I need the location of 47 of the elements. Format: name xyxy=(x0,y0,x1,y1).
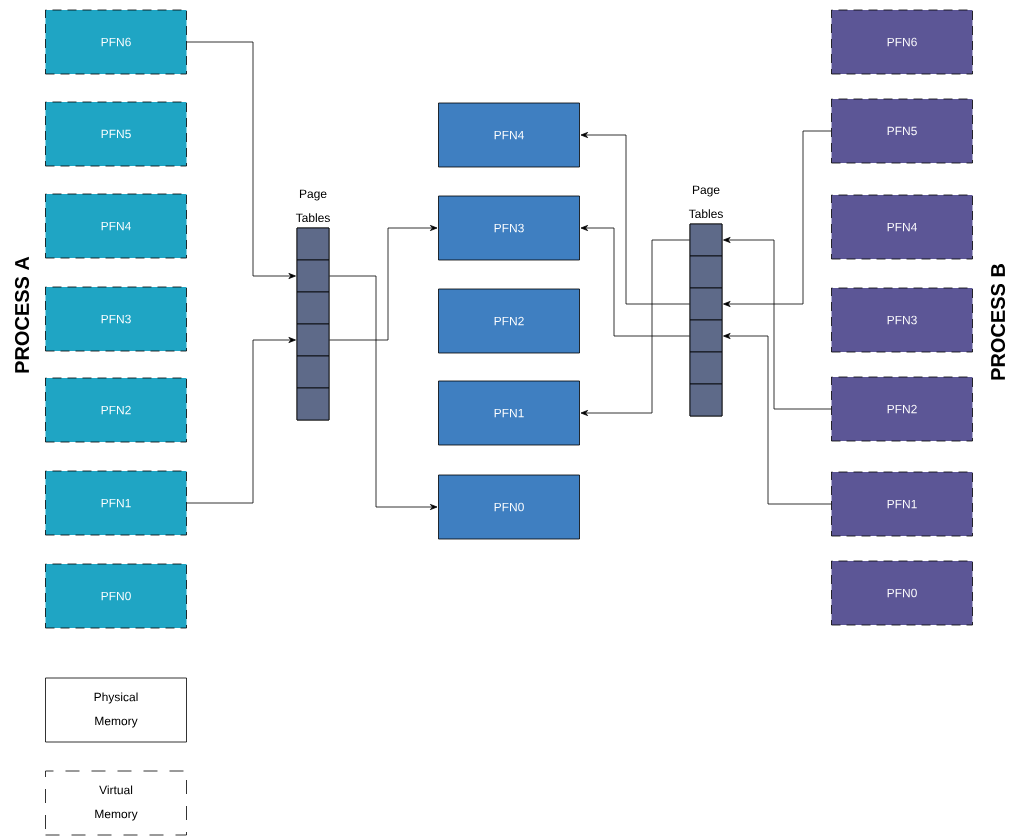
table-cell xyxy=(296,227,330,261)
memory-page-box: PFN5 xyxy=(831,98,973,164)
table-cell xyxy=(296,355,330,389)
table-cell xyxy=(689,383,723,417)
memory-page-box: PFN5 xyxy=(45,101,187,167)
table-cell xyxy=(689,287,723,321)
arrow xyxy=(329,275,438,510)
memory-page-box: PFN4 xyxy=(831,194,973,260)
arrow xyxy=(723,237,832,410)
memory-page-box: PFN6 xyxy=(45,9,187,75)
memory-page-box: PFN0 xyxy=(438,474,580,540)
memory-page-box: PFN0 xyxy=(45,563,187,629)
memory-page-box: PFN4 xyxy=(438,102,580,168)
process-label: PROCESS B xyxy=(990,264,1006,380)
table-cell xyxy=(296,259,330,293)
table-cell xyxy=(296,291,330,325)
memory-page-box: PFN1 xyxy=(45,470,187,536)
memory-page-box: PFN1 xyxy=(831,471,973,537)
arrow xyxy=(580,225,690,337)
table-cell xyxy=(689,255,723,289)
memory-page-box: PFN4 xyxy=(45,193,187,259)
table-cell xyxy=(689,319,723,353)
memory-page-box: PFN2 xyxy=(45,377,187,443)
memory-page-box: PFN6 xyxy=(831,9,973,75)
arrow xyxy=(723,130,832,307)
arrow xyxy=(580,132,690,305)
arrow xyxy=(186,41,296,279)
table-heading: Page Tables xyxy=(295,189,330,223)
memory-page-box: PFN1 xyxy=(438,380,580,446)
table-cell xyxy=(689,223,723,257)
memory-page-box: PFN3 xyxy=(831,287,973,353)
memory-page-box: PFN3 xyxy=(45,286,187,352)
arrow xyxy=(186,337,296,504)
memory-page-box: PFN3 xyxy=(438,195,580,261)
arrow xyxy=(723,333,832,505)
memory-page-box: PFN2 xyxy=(438,288,580,354)
table-cell xyxy=(296,387,330,421)
legend-box: Physical Memory xyxy=(45,677,187,743)
table-cell xyxy=(296,323,330,357)
memory-page-box: PFN2 xyxy=(831,376,973,442)
legend-box: Virtual Memory xyxy=(45,770,187,836)
table-cell xyxy=(689,351,723,385)
arrow xyxy=(329,225,438,341)
table-heading: Page Tables xyxy=(688,185,723,219)
process-label: PROCESS A xyxy=(14,256,30,373)
arrow xyxy=(580,239,690,416)
memory-page-box: PFN0 xyxy=(831,560,973,626)
